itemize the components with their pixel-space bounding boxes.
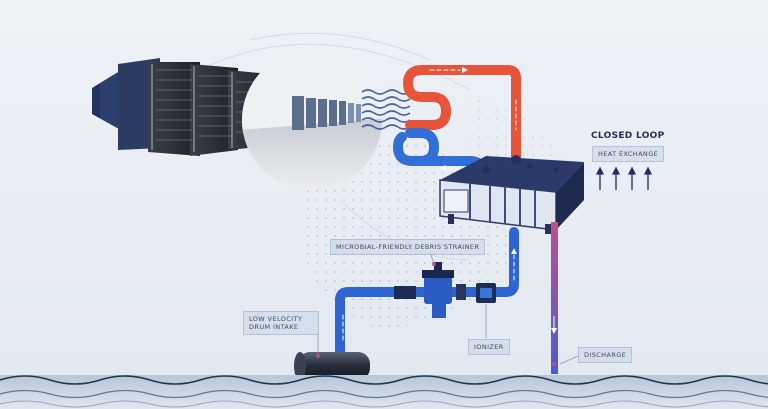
drum-intake (294, 352, 370, 380)
intake-label: LOW VELOCITY DRUM INTAKE (243, 311, 319, 336)
water-surface (0, 375, 768, 409)
heat-exchange-arrows (595, 166, 653, 190)
discharge-pipe (551, 222, 558, 374)
hot-return-pipe (403, 65, 521, 165)
closed-loop-title: CLOSED LOOP (591, 131, 665, 141)
ionizer-label: IONIZER (468, 339, 510, 356)
heat-exchanger (439, 155, 584, 234)
label-markers (316, 262, 556, 366)
ionizer-unit (476, 283, 496, 303)
strainer-assembly (394, 262, 466, 318)
discharge-label: DISCHARGE (578, 347, 633, 364)
heat-waves (361, 89, 411, 130)
heat-exchange-label: HEAT EXCHANGE (592, 146, 665, 163)
strainer-label: MICROBIAL-FRIENDLY DEBRIS STRAINER (330, 239, 486, 256)
